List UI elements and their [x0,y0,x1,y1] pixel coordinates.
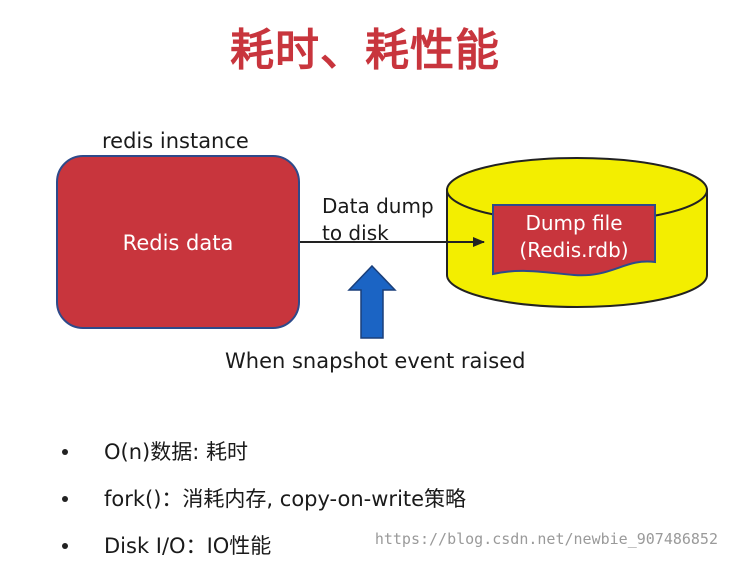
bullet-text: fork()：消耗内存, copy-on-write策略 [104,487,467,511]
bullet-dot-icon [62,543,68,549]
slide: 耗时、耗性能 redis instance Redis data Dump fi… [56,25,718,558]
slide-title: 耗时、耗性能 [230,25,500,76]
arrow-label-line1: Data dump [322,194,434,218]
dump-file-shape [492,204,656,277]
snapshot-trigger-arrow [347,264,397,339]
snapshot-event-label: When snapshot event raised [225,349,525,373]
bullet-text: O(n)数据: 耗时 [104,440,248,464]
dump-file-label-line1: Dump file [525,211,622,235]
redis-instance-caption: redis instance [102,129,249,153]
redis-data-box [56,155,300,329]
dump-file-label-line2: (Redis.rdb) [519,238,628,262]
watermark: https://blog.csdn.net/newbie_907486852 [374,530,718,548]
bullet-dot-icon [62,449,68,455]
arrow-label-line2: to disk [322,221,389,245]
diagram: redis instance Redis data Dump file (Red… [56,129,708,373]
bullet-dot-icon [62,496,68,502]
bullet-text: Disk I/O：IO性能 [104,534,272,558]
redis-data-label: Redis data [123,231,234,255]
